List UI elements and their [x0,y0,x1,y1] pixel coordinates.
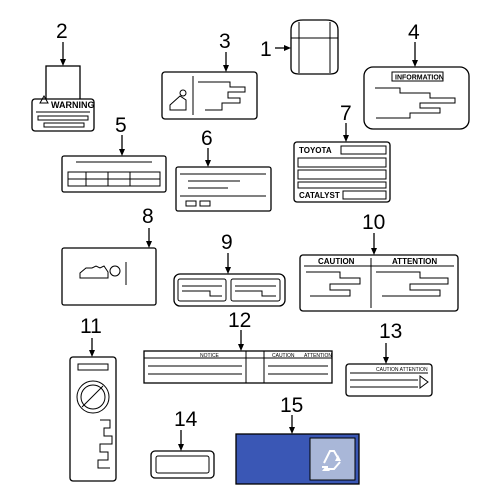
callout-9: 9 [221,231,233,254]
callout-10: 10 [362,211,385,234]
callout-6: 6 [201,127,213,150]
part-9-label [173,273,286,307]
caution-small-text: CAUTION [272,353,295,359]
leader-8 [146,228,152,248]
leader-3 [223,52,229,72]
part-7-catalyst-label: TOYOTA CATALYST [293,141,391,203]
callout-3: 3 [219,30,231,53]
leader-15 [289,415,295,434]
catalyst-text: CATALYST [299,191,340,200]
part-3-fill-label [161,71,258,120]
callout-2: 2 [56,20,68,43]
leader-9 [225,253,231,274]
toyota-text: TOYOTA [299,146,332,155]
leader-11 [89,338,95,357]
callout-8: 8 [142,205,154,228]
part-8-label [61,247,157,306]
leader-14 [178,430,184,451]
caution-text: CAUTION [318,257,355,266]
leader-13 [383,343,389,364]
callout-13: 13 [379,320,402,343]
part-10-caution-label: CAUTION ATTENTION [299,254,459,312]
leader-7 [343,123,349,142]
callout-5: 5 [115,114,127,137]
part-15-recycle-label [235,433,360,485]
leader-1 [275,45,291,51]
part-14-label [150,450,215,479]
callout-1: 1 [260,38,272,61]
part-13-label: CAUTION ATTENTION [345,363,433,397]
callout-4: 4 [408,21,420,44]
callout-7: 7 [340,102,352,125]
part-5-label [61,155,167,193]
callout-12: 12 [228,309,251,332]
leader-4 [412,42,418,67]
leader-10 [371,233,377,255]
part-2-warning-label: WARNING [31,65,95,132]
part-12-notice-label: NOTICE CAUTION ATTENTION [143,350,333,384]
leader-5 [119,135,125,156]
caution-attention-text: CAUTION ATTENTION [376,367,428,373]
warning-text: WARNING [51,100,95,110]
attention-small-text: ATTENTION [304,353,332,359]
recycle-icon [322,450,341,471]
part-11-label [69,356,117,482]
leader-2 [60,42,66,66]
callout-11: 11 [80,315,102,338]
leader-12 [238,330,244,351]
callout-15: 15 [280,394,303,417]
leader-6 [205,148,211,167]
part-1-cover [290,19,339,75]
notice-text: NOTICE [200,353,220,359]
callout-14: 14 [174,408,198,431]
information-text: INFORMATION [395,75,444,82]
attention-text: ATTENTION [392,257,437,266]
part-4-information-label: INFORMATION [363,66,470,130]
part-6-label [175,166,272,212]
